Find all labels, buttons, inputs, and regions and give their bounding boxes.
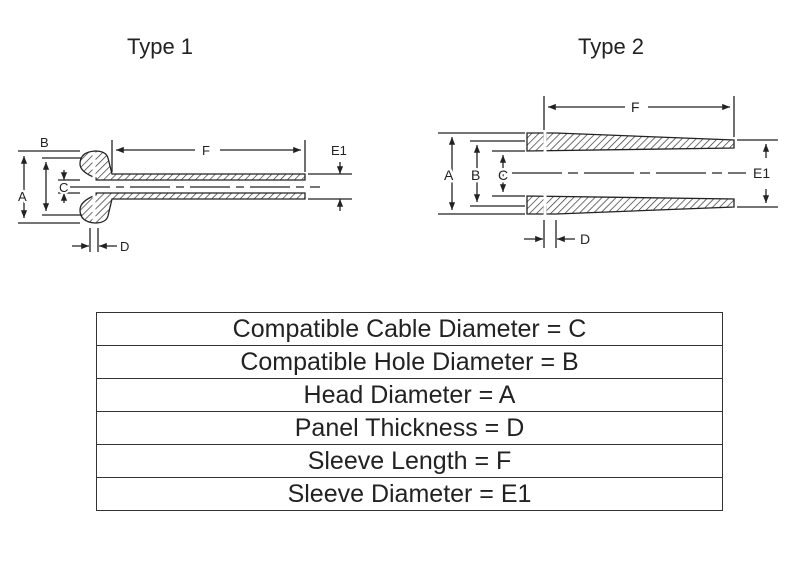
type-2-label-e1: E1 (753, 165, 770, 181)
legend-cell: Panel Thickness = D (96, 411, 723, 445)
legend-row: Head Diameter = A (96, 378, 723, 412)
type-2-upper-wall (526, 132, 735, 152)
legend-cell: Compatible Hole Diameter = B (96, 345, 723, 379)
legend-cell: Sleeve Length = F (96, 444, 723, 478)
type-2-label-f: F (631, 99, 640, 115)
type-2-label-b: B (471, 167, 480, 183)
type-2-label-c: C (498, 167, 508, 183)
legend-row: Panel Thickness = D (96, 411, 723, 445)
legend-row: Sleeve Diameter = E1 (96, 477, 723, 511)
type-1-upper-wall (79, 150, 306, 181)
type-1-label-a: A (18, 189, 27, 204)
legend-cell: Sleeve Diameter = E1 (96, 477, 723, 511)
bushing-drawings: A B C F E1 D A B C F E1 (16, 96, 778, 254)
legend-row: Sleeve Length = F (96, 444, 723, 478)
type-1-title: Type 1 (127, 34, 194, 59)
legend-cell: Compatible Cable Diameter = C (96, 312, 723, 346)
legend-cell: Head Diameter = A (96, 378, 723, 412)
type-2-lower-wall (526, 195, 735, 215)
type-1-label-b: B (40, 135, 49, 150)
legend-row: Compatible Cable Diameter = C (96, 312, 723, 346)
type-2-drawing (438, 96, 778, 248)
type-1-label-d: D (120, 239, 129, 254)
type-2-label-d: D (580, 231, 590, 247)
type-2-label-a: A (444, 167, 454, 183)
dimension-legend-table: Compatible Cable Diameter = C Compatible… (96, 312, 723, 511)
type-2-title: Type 2 (578, 34, 645, 59)
type-1-label-f: F (202, 143, 210, 158)
legend-row: Compatible Hole Diameter = B (96, 345, 723, 379)
type-1-label-c: C (59, 180, 68, 195)
type-1-lower-wall (79, 192, 306, 224)
type-1-drawing (18, 140, 352, 252)
type-1-label-e1: E1 (331, 143, 347, 158)
